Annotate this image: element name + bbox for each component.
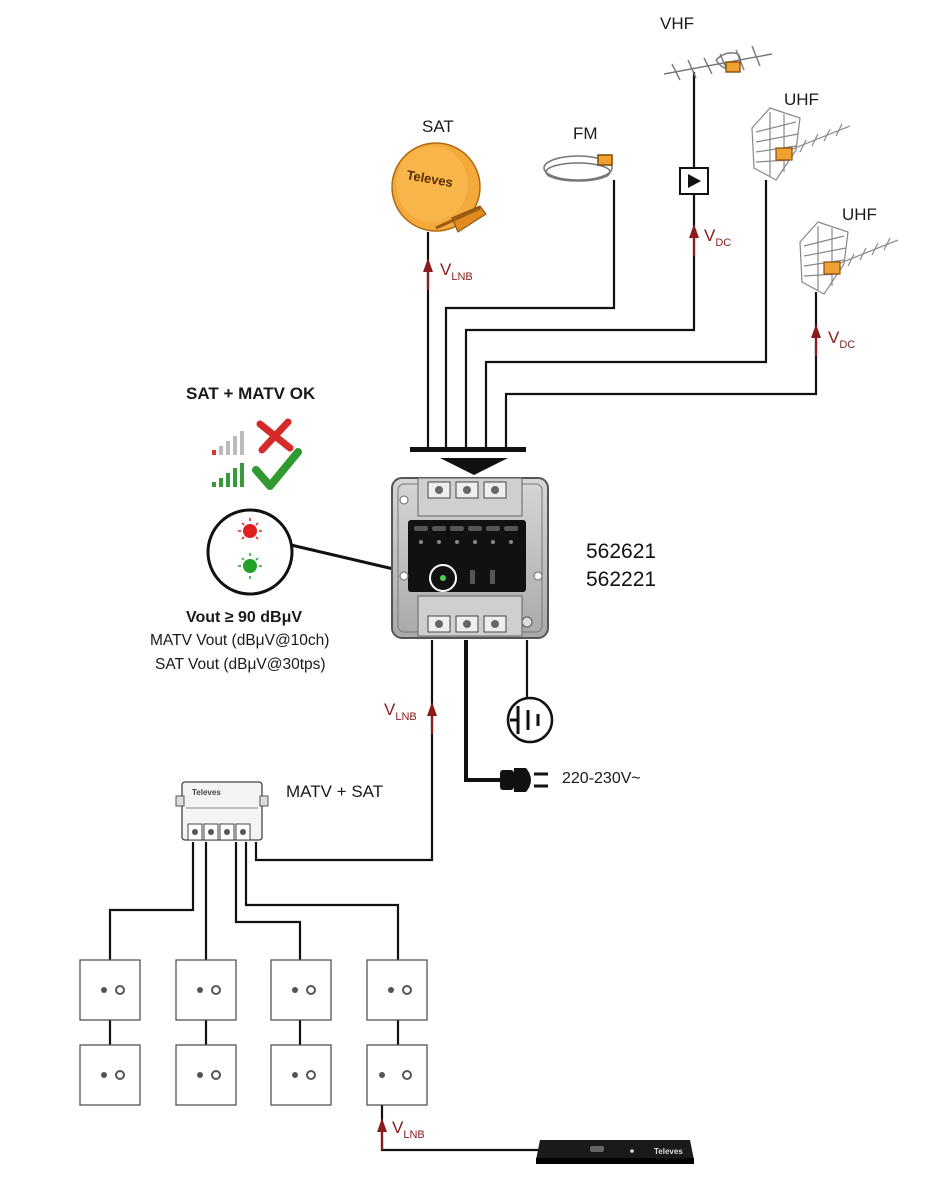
status-led-green <box>440 575 446 581</box>
wall-socket <box>270 959 332 1021</box>
uhf-antenna-1 <box>751 107 851 181</box>
signal-bars-bad-icon <box>212 431 244 455</box>
voltage-arrows <box>377 224 821 1132</box>
wall-socket <box>270 1044 332 1106</box>
input-cables <box>426 72 818 448</box>
status-title: SAT + MATV OK <box>186 384 316 403</box>
fm-antenna-label: FM <box>573 124 598 143</box>
wall-socket <box>175 959 237 1021</box>
wall-socket <box>366 959 428 1021</box>
splitter-label: MATV + SAT <box>286 782 384 801</box>
splitter-brand-text: Televes <box>192 788 221 797</box>
mains-voltage-label: 220-230V~ <box>562 770 641 787</box>
input-bar <box>410 447 526 452</box>
vhf-dc-voltage-label: VDC <box>704 226 732 249</box>
vhf-antenna <box>663 45 773 81</box>
amp-to-splitter-cable <box>254 640 434 862</box>
vhf-antenna-label: VHF <box>660 14 694 33</box>
check-icon <box>252 448 302 490</box>
mains-plug-icon <box>500 768 548 792</box>
input-arrow <box>440 458 508 475</box>
uhf-dc-voltage-label: VDC <box>828 328 856 351</box>
receiver-lnb-arrow <box>377 1118 387 1132</box>
wall-socket <box>366 1044 428 1106</box>
sat-antenna-label: SAT <box>422 117 454 136</box>
uhf-antenna-1-label: UHF <box>784 90 819 109</box>
model-number-2: 562221 <box>586 568 657 591</box>
matv-vout-line: MATV Vout (dBμV@10ch) <box>150 632 330 649</box>
receiver-lnb-voltage-label: VLNB <box>392 1118 425 1141</box>
uhf-antenna-2 <box>799 221 899 295</box>
power-cable <box>464 640 500 782</box>
vhf-cable <box>464 72 696 448</box>
receiver-brand-text: Televes <box>654 1147 683 1156</box>
wall-socket <box>79 1044 141 1106</box>
vout-title: Vout ≥ 90 dBμV <box>186 609 303 626</box>
headend-amplifier <box>391 477 549 639</box>
splitter-to-sockets-3 <box>234 842 302 960</box>
splitter-device: Televes <box>175 781 269 841</box>
sat-lnb-arrow <box>423 258 433 272</box>
wall-socket <box>79 959 141 1021</box>
signal-bars-good-icon <box>212 463 244 487</box>
satellite-receiver: Televes <box>536 1140 694 1164</box>
led-highlight-ring <box>429 564 457 592</box>
fm-cable <box>444 180 616 448</box>
wall-socket <box>175 1044 237 1106</box>
uhf-2-cable <box>504 292 818 448</box>
wall-sockets <box>79 959 428 1106</box>
uhf-dc-arrow <box>811 324 821 338</box>
green-led <box>243 559 257 573</box>
cross-icon <box>256 418 294 454</box>
led-indicator-callout <box>206 508 294 596</box>
model-number-1: 562621 <box>586 540 657 563</box>
vhf-preamp <box>679 167 709 195</box>
uhf-antenna-2-label: UHF <box>842 205 877 224</box>
uhf-1-cable <box>484 180 768 448</box>
sat-vout-line: SAT Vout (dBμV@30tps) <box>155 656 326 673</box>
satellite-dish: Televes <box>391 142 487 233</box>
red-led <box>243 524 257 538</box>
output-lnb-arrow <box>427 702 437 716</box>
splitter-to-sockets-1 <box>108 842 195 960</box>
vhf-dc-arrow <box>689 224 699 238</box>
output-lnb-voltage-label: VLNB <box>384 700 417 723</box>
ground-icon <box>506 696 554 744</box>
fm-antenna <box>543 154 613 182</box>
splitter-to-sockets-4 <box>244 842 400 960</box>
sat-lnb-voltage-label: VLNB <box>440 260 473 283</box>
